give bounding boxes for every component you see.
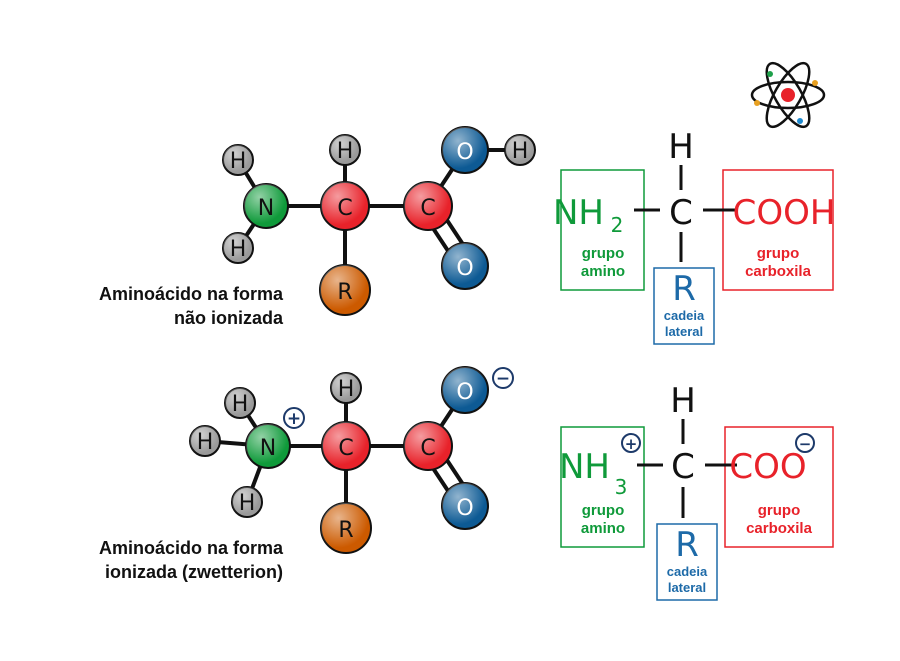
bottom-r-atom: R [320,502,372,554]
top-c-carboxyl-atom: C [403,181,453,231]
atom-label: H [230,149,247,174]
amino-label-line1: grupo [582,502,625,519]
side-chain-box [656,523,718,601]
bottom-h1-atom: H [224,387,256,419]
bottom-minus-charge-icon: − [492,367,514,389]
bottom-c-carboxyl-atom: C [403,421,453,471]
atom-label: R [337,280,352,305]
bottom-h-alpha-atom: H [330,372,362,404]
charge-symbol: − [799,435,812,453]
carboxyl-label-line1: grupo [757,245,800,262]
amino-formula: NH [553,193,604,233]
carboxyl-group-box [724,426,834,548]
alpha-hydrogen: H [670,381,696,421]
amino-label-line2: amino [581,520,625,537]
top-molecule-model: H H N H C C O H O R [222,126,536,316]
top-h2-atom: H [222,232,254,264]
r-group: R [672,269,696,309]
top-caption-line2: não ionizada [174,308,284,328]
bottom-molecule-model: H H H N + H C C O − O R [189,366,514,554]
atom-label: N [258,196,274,221]
atom-label: C [420,196,435,221]
atom-label: O [456,380,473,405]
bottom-n-atom: N [245,423,291,469]
top-h-oxygen-atom: H [504,134,536,166]
top-o-double-atom: O [441,242,489,290]
atom-label: H [197,430,214,455]
bottom-plus-charge-icon: + [283,407,305,429]
carboxyl-label-line1: grupo [758,502,801,519]
side-label-line2: lateral [665,324,703,339]
alpha-carbon: C [671,447,695,487]
amino-plus-charge-icon: + [621,433,641,453]
amino-subscript: 3 [615,475,628,499]
atom-label: C [420,436,435,461]
amino-label-line1: grupo [582,245,625,262]
side-chain-box [653,267,715,345]
top-caption-line1: Aminoácido na forma [99,284,284,304]
amino-formula: NH [559,447,610,487]
atom-label: C [338,436,353,461]
atom-label: O [456,140,473,165]
carboxyl-group-box [722,169,834,291]
bottom-h2-atom: H [189,425,221,457]
atom-label: C [337,196,352,221]
charge-symbol: + [625,435,638,453]
side-label-line2: lateral [668,580,706,595]
carboxyl-label-line2: carboxila [746,520,813,537]
amino-label-line2: amino [581,263,625,280]
top-n-atom: N [243,183,289,229]
atom-label: R [338,518,353,543]
atom-label: H [338,377,355,402]
bottom-c-alpha-atom: C [321,421,371,471]
r-group: R [675,525,699,565]
top-r-atom: R [319,264,371,316]
carboxyl-formula: COOH [733,193,836,233]
bottom-o-double-atom: O [441,482,489,530]
amino-group-box [560,169,645,291]
top-formula: NH 2 C H COOH R grupo amino grupo carbox… [553,127,836,345]
alpha-carbon: C [669,193,693,233]
bottom-formula: NH 3 + C H COO − R grupo amino grupo car… [559,381,834,601]
top-h1-atom: H [222,144,254,176]
atom-label: H [337,139,354,164]
side-label-line1: cadeia [667,564,708,579]
top-o-single-atom: O [441,126,489,174]
carboxyl-formula: COO [729,447,806,487]
amino-group-box [560,426,645,548]
atom-label: H [232,392,249,417]
atom-label: O [456,496,473,521]
side-label-line1: cadeia [664,308,705,323]
atom-label: N [260,436,276,461]
atom-label: H [512,139,529,164]
carboxyl-minus-charge-icon: − [795,433,815,453]
atom-label: O [456,256,473,281]
top-c-alpha-atom: C [320,181,370,231]
charge-symbol: − [496,369,510,389]
atom-logo-icon [750,61,826,129]
atom-label: H [239,491,256,516]
carboxyl-label-line2: carboxila [745,263,812,280]
atom-label: H [230,237,247,262]
bottom-caption-line1: Aminoácido na forma [99,538,284,558]
bottom-o-single-atom: O [441,366,489,414]
bottom-caption-line2: ionizada (zwetterion) [105,562,283,582]
top-h-alpha-atom: H [329,134,361,166]
bottom-h3-atom: H [231,486,263,518]
amino-subscript: 2 [611,213,624,237]
alpha-hydrogen: H [668,127,694,167]
charge-symbol: + [287,409,301,429]
